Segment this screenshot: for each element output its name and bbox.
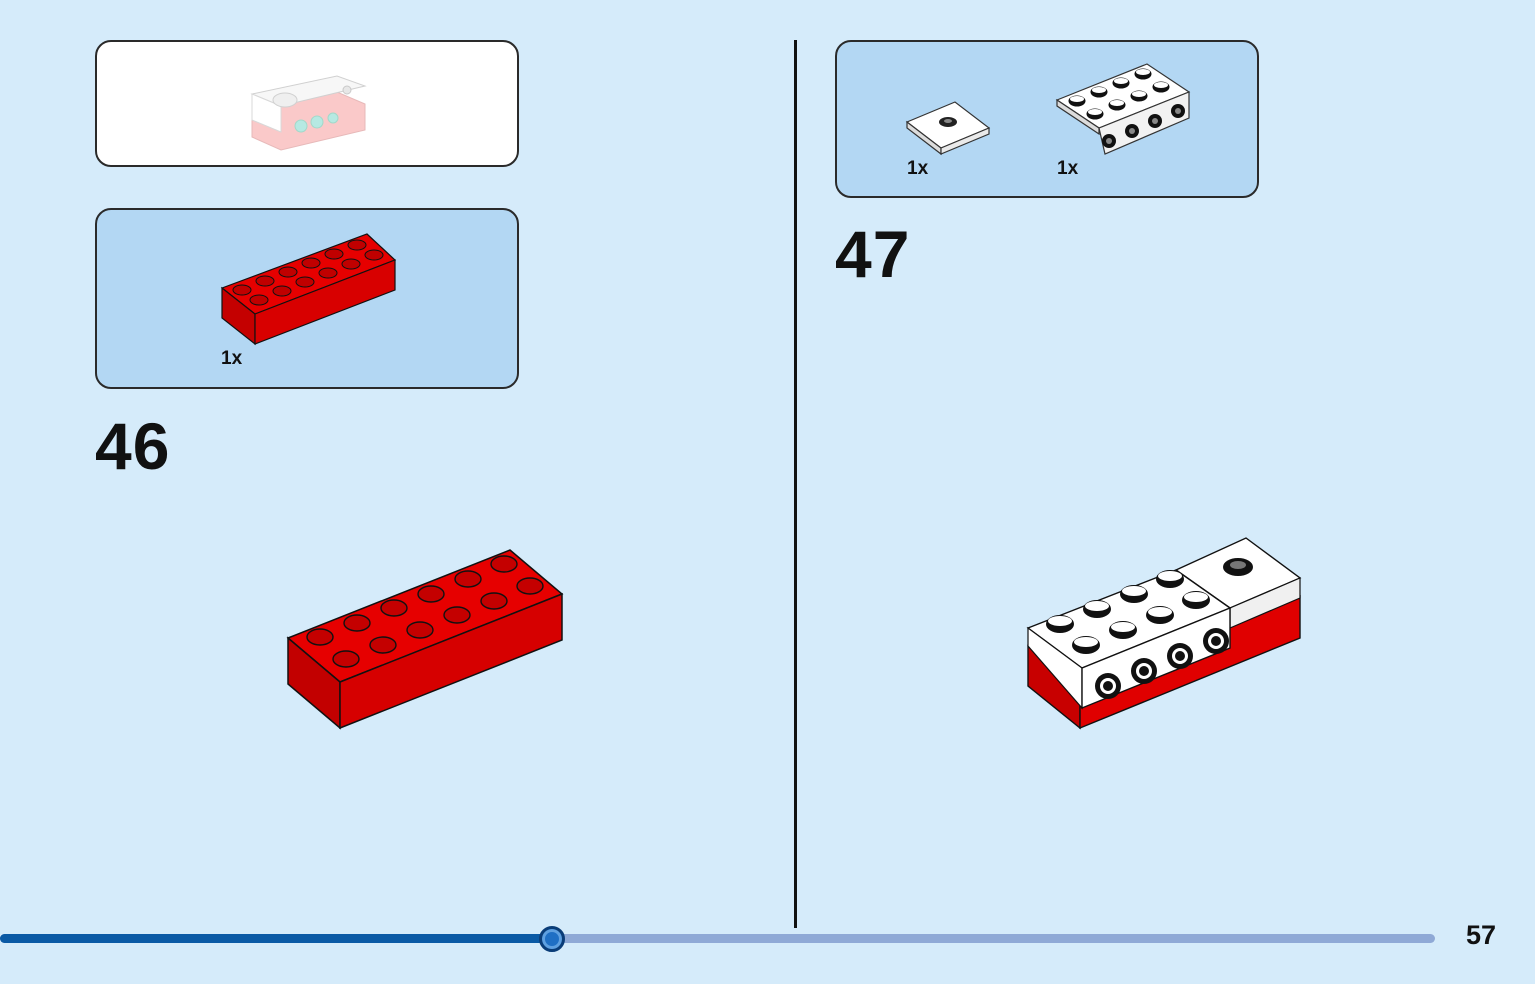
- white-jumper-plate-1x2-icon: [905, 101, 991, 156]
- part-quantity: 1x: [907, 158, 929, 179]
- page-divider: [794, 40, 797, 928]
- part-quantity: 1x: [1057, 158, 1079, 179]
- subassembly-preview-icon: [250, 75, 367, 151]
- page-number: 57: [1466, 920, 1497, 950]
- part-quantity: 1x: [221, 348, 243, 369]
- step-47-build-illustration: [1026, 537, 1302, 730]
- step-46-build-illustration: [286, 549, 564, 730]
- red-brick-2x6-icon: [220, 233, 397, 346]
- progress-bar-fill: [0, 934, 552, 943]
- step-number-46: 46: [95, 409, 171, 483]
- progress-bar[interactable]: [0, 926, 1435, 952]
- parts-list-step-46: 1x: [95, 208, 519, 389]
- subassembly-reference-panel: [95, 40, 519, 167]
- progress-handle[interactable]: [539, 926, 565, 952]
- step-number-47: 47: [835, 217, 911, 291]
- white-bracket-plate-2x4-icon: [1055, 63, 1191, 155]
- parts-list-step-47: 1x 1x: [835, 40, 1259, 198]
